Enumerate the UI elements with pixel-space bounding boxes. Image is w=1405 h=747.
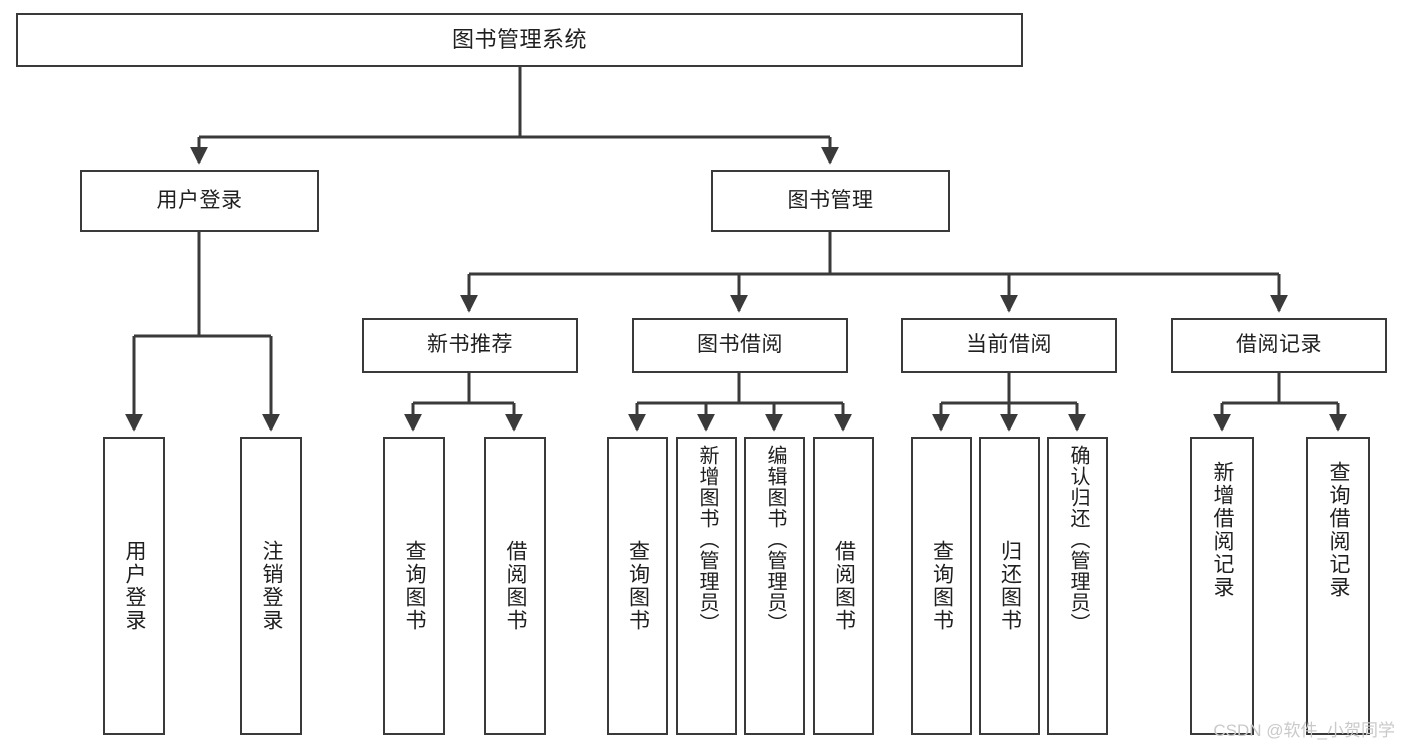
node-label: 新书推荐 (427, 333, 513, 357)
node-label: 用户登录 (156, 188, 243, 212)
node-current-borrow[interactable]: 当前借阅 (901, 318, 1117, 373)
node-new-book-recommend[interactable]: 新书推荐 (362, 318, 578, 373)
leaf-edit-book-admin[interactable]: 编辑图书（管理员） (744, 437, 805, 735)
leaf-query-book-current[interactable]: 查询图书 (911, 437, 972, 735)
leaf-confirm-return-admin[interactable]: 确认归还（管理员） (1047, 437, 1108, 735)
node-label: 图书管理系统 (451, 27, 587, 53)
node-label: 借阅图书 (504, 540, 528, 632)
leaf-borrow-book-borrow[interactable]: 借阅图书 (813, 437, 874, 735)
node-label: 当前借阅 (966, 333, 1052, 357)
node-label: 新增借阅记录 (1211, 461, 1235, 599)
node-label: 查询图书 (626, 540, 650, 632)
node-user-login[interactable]: 用户登录 (80, 170, 319, 232)
node-label: 图书管理 (787, 188, 874, 212)
leaf-return-book[interactable]: 归还图书 (979, 437, 1040, 735)
node-label: 归还图书 (998, 540, 1022, 632)
node-label: 用户登录 (123, 540, 147, 632)
csdn-watermark: CSDN @软件_小贺同学 (1213, 721, 1395, 740)
node-label: 借阅图书 (832, 540, 856, 632)
node-label: 注销登录 (260, 540, 284, 632)
leaf-add-borrow-record[interactable]: 新增借阅记录 (1190, 437, 1254, 735)
leaf-query-borrow-record[interactable]: 查询借阅记录 (1306, 437, 1370, 735)
node-label: 查询借阅记录 (1327, 461, 1351, 599)
node-label: 查询图书 (403, 540, 427, 632)
leaf-add-book-admin[interactable]: 新增图书（管理员） (676, 437, 737, 735)
node-root-book-management-system[interactable]: 图书管理系统 (16, 13, 1023, 67)
node-borrow-record[interactable]: 借阅记录 (1171, 318, 1387, 373)
node-label: 新增图书（管理员） (696, 445, 718, 634)
node-label: 图书借阅 (697, 333, 783, 357)
node-label: 借阅记录 (1236, 333, 1322, 357)
leaf-query-book-borrow[interactable]: 查询图书 (607, 437, 668, 735)
leaf-query-book-newbook[interactable]: 查询图书 (383, 437, 445, 735)
node-label: 查询图书 (930, 540, 954, 632)
node-label: 编辑图书（管理员） (764, 445, 786, 634)
node-label: 确认归还（管理员） (1067, 445, 1089, 634)
node-book-management[interactable]: 图书管理 (711, 170, 950, 232)
leaf-user-login[interactable]: 用户登录 (103, 437, 165, 735)
leaf-logout[interactable]: 注销登录 (240, 437, 302, 735)
node-book-borrow[interactable]: 图书借阅 (632, 318, 848, 373)
leaf-borrow-book-newbook[interactable]: 借阅图书 (484, 437, 546, 735)
